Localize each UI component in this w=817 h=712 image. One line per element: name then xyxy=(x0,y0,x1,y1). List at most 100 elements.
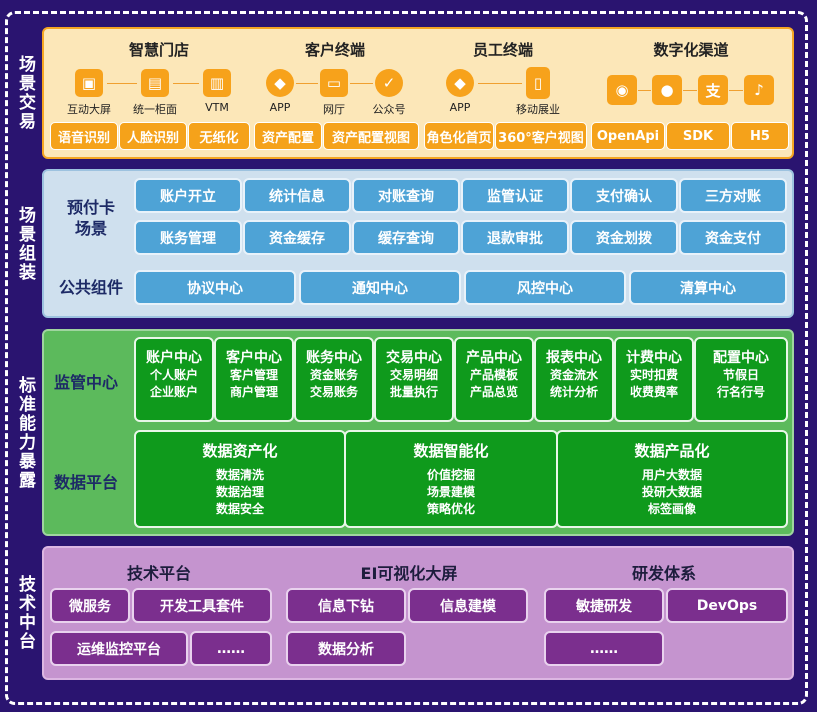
button-regulatory-cert[interactable]: 监管认证 xyxy=(461,178,569,213)
group-title-smart-store: 智慧门店 xyxy=(128,41,189,59)
card-line: 投研大数据 xyxy=(641,485,702,499)
card-data-intelligence[interactable]: 数据智能化 价值挖掘 场景建模 策略优化 xyxy=(344,430,558,528)
button-openapi[interactable]: OpenApi xyxy=(591,122,665,150)
button-info-drilldown[interactable]: 信息下钻 xyxy=(286,588,406,623)
button-more-tech[interactable]: …… xyxy=(190,631,272,666)
card-customer-center[interactable]: 客户中心 客户管理 商户管理 xyxy=(214,337,294,422)
card-title: 数据资产化 xyxy=(202,442,278,460)
card-line: 数据治理 xyxy=(215,485,264,499)
card-line: 资金账务 xyxy=(309,368,358,382)
button-devops[interactable]: DevOps xyxy=(666,588,788,623)
connector-line xyxy=(350,83,373,84)
card-product-center[interactable]: 产品中心 产品模板 产品总览 xyxy=(454,337,534,422)
connector-line xyxy=(729,90,743,91)
card-line: 商户管理 xyxy=(229,385,278,399)
icon-label: 网厅 xyxy=(323,103,345,116)
common-components-label: 公共组件 xyxy=(58,278,123,297)
button-payment-confirm[interactable]: 支付确认 xyxy=(570,178,678,213)
side-label-tech-platform: 技术中台 xyxy=(15,575,35,651)
screen-icon: ▣ xyxy=(75,69,103,97)
card-billing-center[interactable]: 计费中心 实时扣费 收费费率 xyxy=(614,337,694,422)
monitor-icon: ▭ xyxy=(320,69,348,97)
cube-icon: ◆ xyxy=(266,69,294,97)
group-title-ei-dashboard: EI可视化大屏 xyxy=(360,564,458,583)
card-line: 批量执行 xyxy=(389,385,438,399)
button-paperless[interactable]: 无纸化 xyxy=(188,122,250,150)
cube-icon: ◆ xyxy=(446,69,474,97)
card-line: 用户大数据 xyxy=(641,468,702,482)
card-data-assetization[interactable]: 数据资产化 数据清洗 数据治理 数据安全 xyxy=(134,430,346,528)
mobile-icon: ▯ xyxy=(526,67,550,99)
card-account-center[interactable]: 账户中心 个人账户 企业账户 xyxy=(134,337,214,422)
button-info-modeling[interactable]: 信息建模 xyxy=(408,588,528,623)
button-refund-approval[interactable]: 退款审批 xyxy=(461,220,569,255)
button-notification-center[interactable]: 通知中心 xyxy=(299,270,461,305)
card-title: 配置中心 xyxy=(713,350,769,366)
connector-line xyxy=(478,83,522,84)
button-account-management[interactable]: 账务管理 xyxy=(134,220,242,255)
button-role-homepage[interactable]: 角色化首页 xyxy=(424,122,494,150)
section-scene-trade: 智慧门店 客户终端 员工终端 数字化渠道 ▣ ▤ ▥ 互动大屏 统一柜面 VTM… xyxy=(42,27,794,159)
button-face-recognition[interactable]: 人脸识别 xyxy=(119,122,187,150)
button-fund-transfer[interactable]: 资金划拨 xyxy=(570,220,678,255)
button-data-analysis[interactable]: 数据分析 xyxy=(286,631,406,666)
card-transaction-center[interactable]: 交易中心 交易明细 批量执行 xyxy=(374,337,454,422)
button-more-rd[interactable]: …… xyxy=(544,631,664,666)
card-line: 企业账户 xyxy=(149,385,198,399)
card-title: 报表中心 xyxy=(546,350,602,366)
button-clearing-center[interactable]: 清算中心 xyxy=(629,270,787,305)
connector-line xyxy=(683,90,697,91)
icon-label: APP xyxy=(269,101,291,114)
card-line: 交易明细 xyxy=(389,368,438,382)
button-h5[interactable]: H5 xyxy=(731,122,789,150)
button-asset-allocation[interactable]: 资产配置 xyxy=(254,122,322,150)
button-customer-360-view[interactable]: 360°客户视图 xyxy=(495,122,587,150)
button-reconcile-query[interactable]: 对账查询 xyxy=(352,178,460,213)
prepaid-card-scene-label: 预付卡 场景 xyxy=(66,198,115,238)
section-standard-capability: 监管中心 账户中心 个人账户 企业账户 客户中心 客户管理 商户管理 账务中心 … xyxy=(42,329,794,536)
button-risk-center[interactable]: 风控中心 xyxy=(464,270,626,305)
icon-label: 互动大屏 xyxy=(67,103,111,116)
card-config-center[interactable]: 配置中心 节假日 行名行号 xyxy=(694,337,788,422)
card-ledger-center[interactable]: 账务中心 资金账务 交易账务 xyxy=(294,337,374,422)
outer-dashed-frame xyxy=(5,11,808,705)
card-title: 产品中心 xyxy=(466,350,522,366)
button-asset-allocation-view[interactable]: 资产配置视图 xyxy=(323,122,419,150)
card-line: 个人账户 xyxy=(149,368,198,382)
alipay-icon: 支 xyxy=(698,75,728,105)
button-sdk[interactable]: SDK xyxy=(666,122,730,150)
wechat-icon: ● xyxy=(652,75,682,105)
card-report-center[interactable]: 报表中心 资金流水 统计分析 xyxy=(534,337,614,422)
card-title: 交易中心 xyxy=(386,350,442,366)
button-voice-recognition[interactable]: 语音识别 xyxy=(50,122,118,150)
button-agreement-center[interactable]: 协议中心 xyxy=(134,270,296,305)
card-line: 策略优化 xyxy=(426,502,475,516)
badge-icon: ✓ xyxy=(375,69,403,97)
button-cache-query[interactable]: 缓存查询 xyxy=(352,220,460,255)
side-label-scene-assembly: 场景组装 xyxy=(15,205,35,282)
regulatory-center-label: 监管中心 xyxy=(54,373,119,392)
button-dev-toolkit[interactable]: 开发工具套件 xyxy=(132,588,272,623)
card-line: 资金流水 xyxy=(549,368,598,382)
section-tech-platform: 技术平台 EI可视化大屏 研发体系 微服务 开发工具套件 运维监控平台 …… 信… xyxy=(42,546,794,680)
button-tripartite-reconcile[interactable]: 三方对账 xyxy=(679,178,787,213)
data-platform-label: 数据平台 xyxy=(54,473,119,492)
side-label-standard-capability: 标准能力暴露 xyxy=(15,375,35,490)
icon-label: 公众号 xyxy=(372,103,406,116)
card-title: 账户中心 xyxy=(146,350,202,366)
button-statistics[interactable]: 统计信息 xyxy=(243,178,351,213)
card-line: 客户管理 xyxy=(229,368,278,382)
card-line: 统计分析 xyxy=(549,385,598,399)
icon-label: 移动展业 xyxy=(516,103,560,116)
button-fund-payment[interactable]: 资金支付 xyxy=(679,220,787,255)
button-agile-rd[interactable]: 敏捷研发 xyxy=(544,588,664,623)
button-account-open[interactable]: 账户开立 xyxy=(134,178,242,213)
card-data-productization[interactable]: 数据产品化 用户大数据 投研大数据 标签画像 xyxy=(556,430,788,528)
card-line: 节假日 xyxy=(722,368,759,382)
tiktok-icon: ♪ xyxy=(744,75,774,105)
group-title-staff-terminal: 员工终端 xyxy=(472,41,533,59)
card-line: 数据安全 xyxy=(215,502,264,516)
button-microservice[interactable]: 微服务 xyxy=(50,588,130,623)
button-fund-cache[interactable]: 资金缓存 xyxy=(243,220,351,255)
button-ops-monitoring[interactable]: 运维监控平台 xyxy=(50,631,188,666)
